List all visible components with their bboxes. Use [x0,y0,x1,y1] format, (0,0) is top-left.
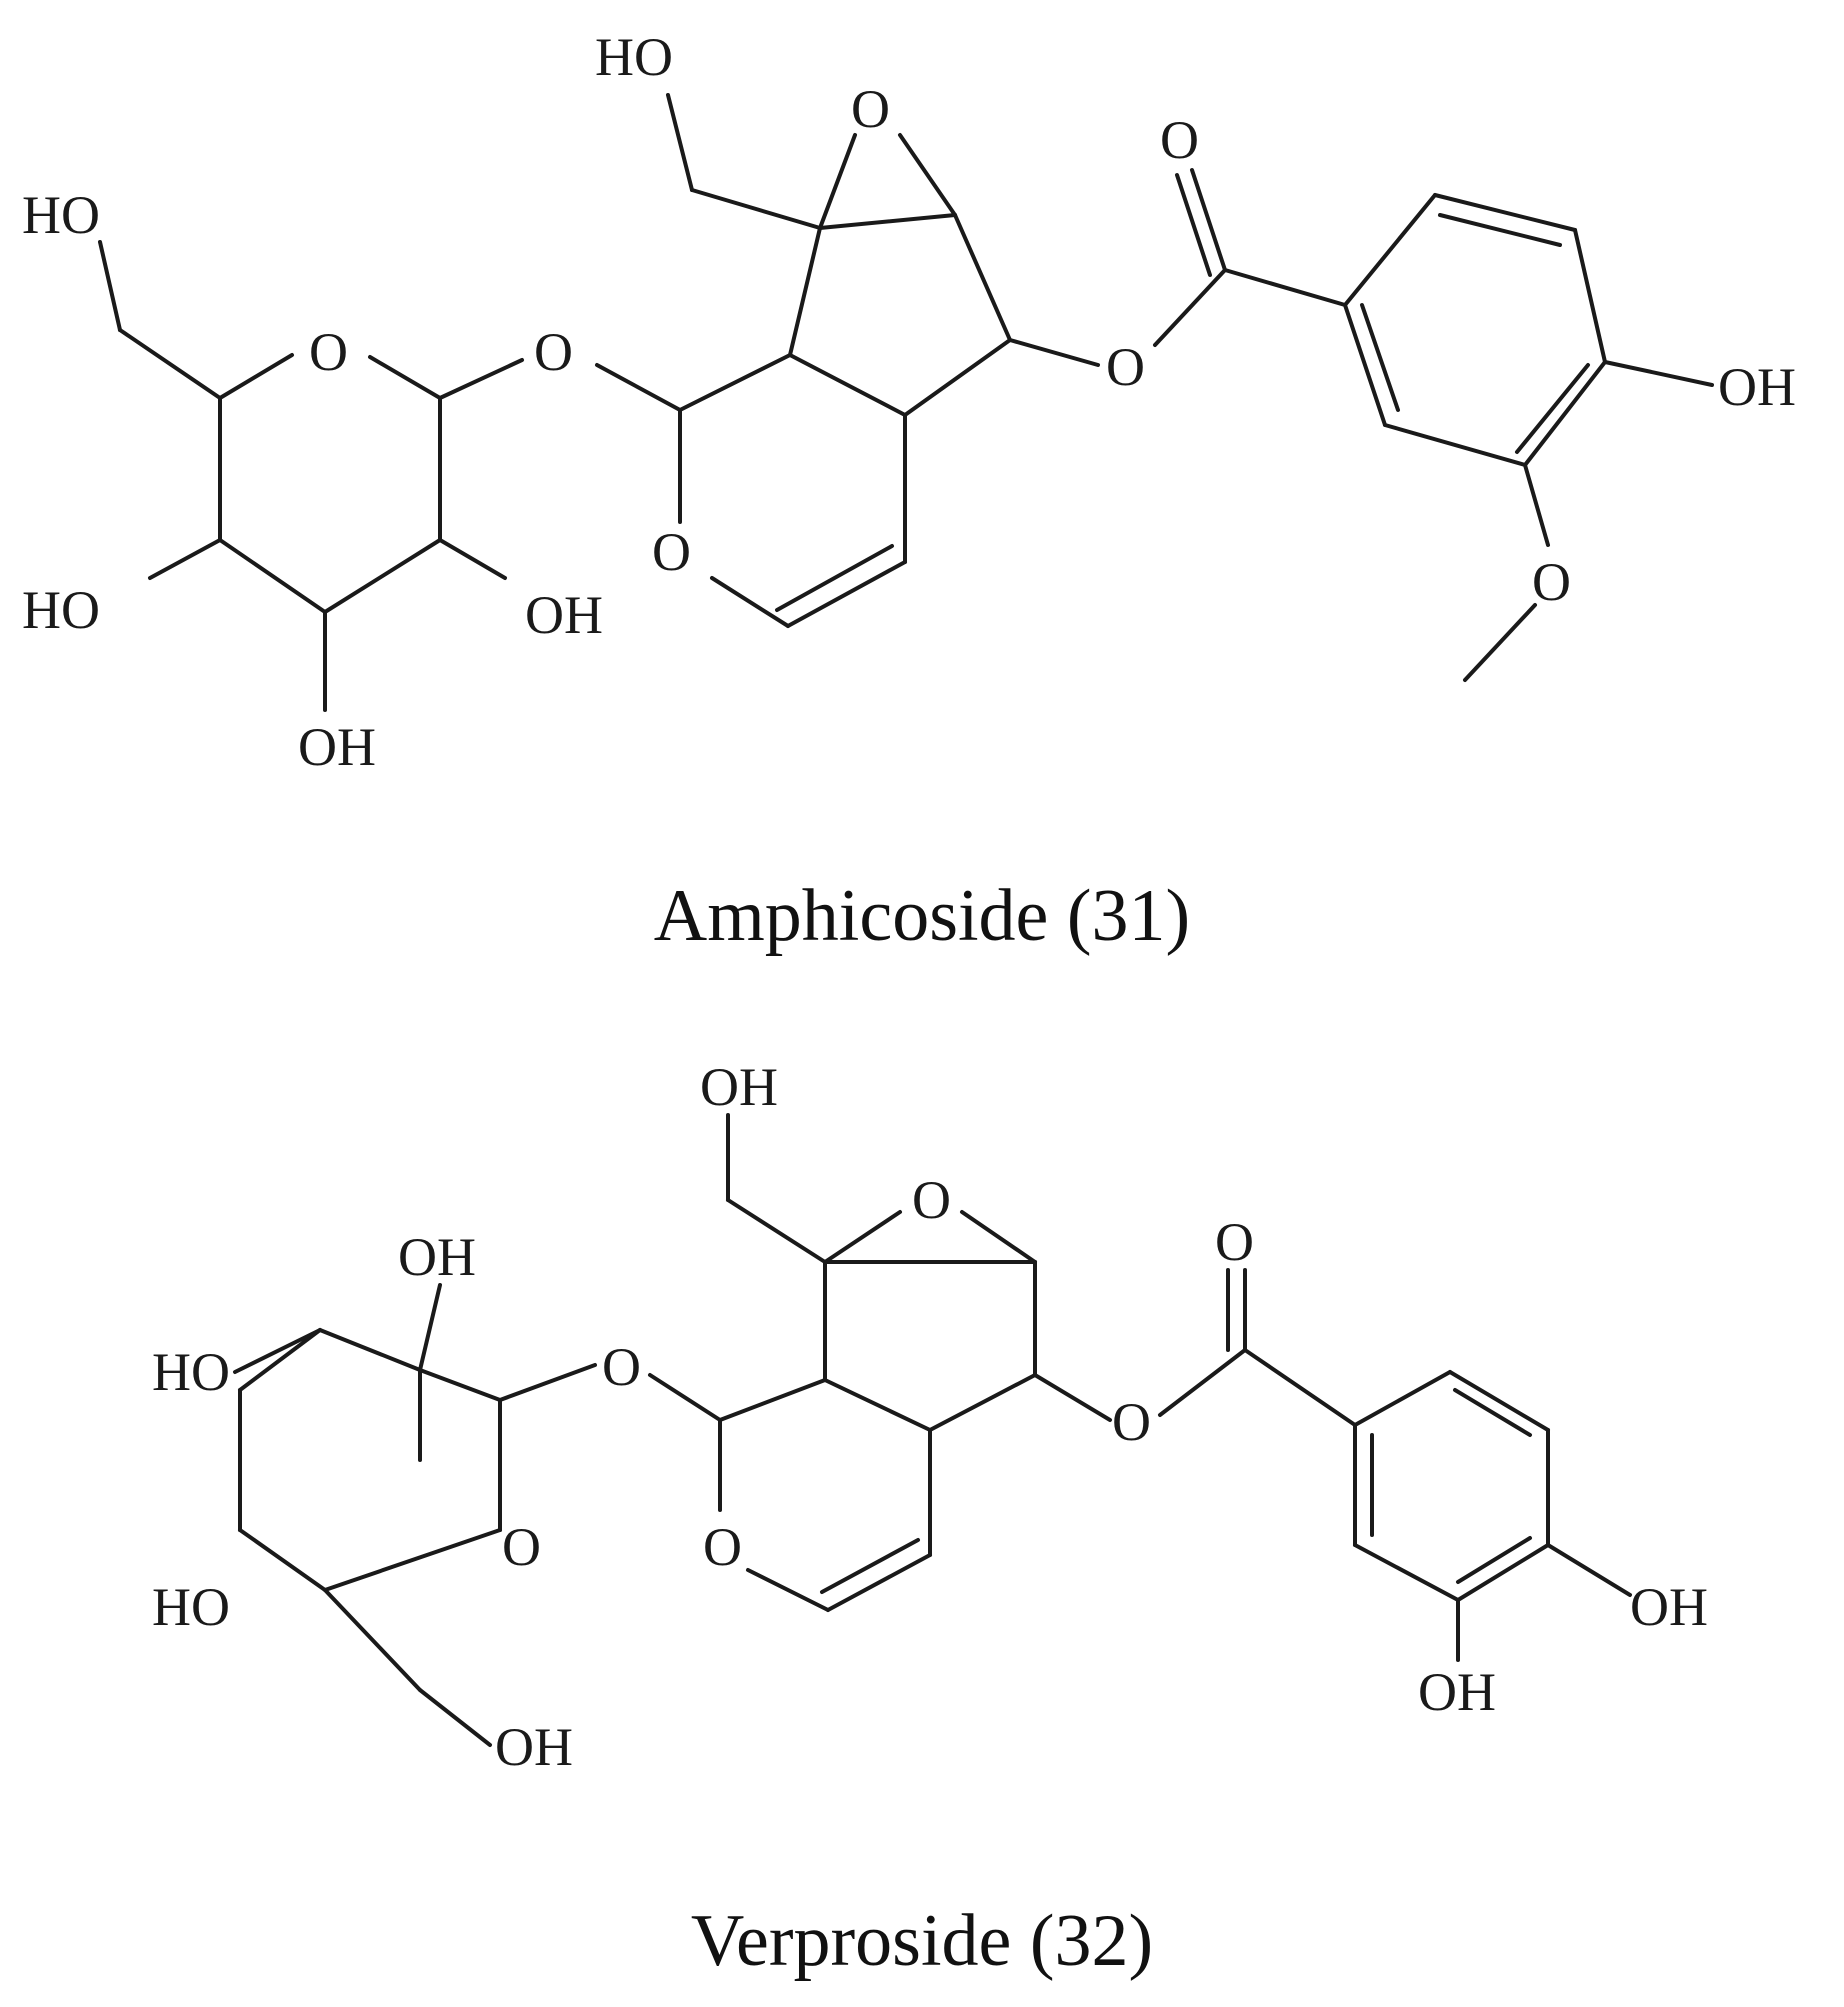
amphicoside-ester-o-label: O [1106,337,1145,397]
verproside-epoxide-o-label: O [912,1170,951,1230]
amphicoside-methoxy-o-label: O [1532,552,1571,612]
verproside-glycoside-o-label: O [602,1337,641,1397]
amphicoside-epoxide-o-label: O [851,79,890,139]
amphicoside-pyran-o-label: O [652,522,691,582]
verproside-ch2-oh-label: OH [495,1717,573,1777]
verproside-ester-o-label: O [1112,1392,1151,1452]
verproside-pyran-o-label: O [703,1517,742,1577]
amphicoside-ho-left-label: HO [22,580,100,640]
amphicoside-ho-ch2-label: HO [22,185,100,245]
verproside-ring-o-label: O [502,1517,541,1577]
amphicoside-glycoside-o-label: O [534,322,573,382]
verproside-caption: Verproside (32) [691,1900,1153,1982]
verproside-aryl-oh-4-label: OH [1630,1577,1708,1637]
verproside-ho-upper-label: HO [152,1342,230,1402]
amphicoside-aryl-oh-label: OH [1718,357,1796,417]
amphicoside-ho-top-label: HO [595,27,673,87]
amphicoside-structure: HO O O HO O O O OH O O HO OH OH Amphicos… [22,27,1796,957]
amphicoside-ring-o-label: O [309,322,348,382]
amphicoside-oh-bottom-label: OH [298,717,376,777]
verproside-structure: OH O O OH HO O O O O HO OH OH OH Verpros… [152,1057,1708,1982]
verproside-aryl-oh-3-label: OH [1418,1662,1496,1722]
amphicoside-carbonyl-o-label: O [1160,110,1199,170]
verproside-sugar-oh-top-label: OH [398,1227,476,1287]
verproside-ho-lower-label: HO [152,1577,230,1637]
amphicoside-oh-right-label: OH [525,585,603,645]
verproside-oh-top-label: OH [700,1057,778,1117]
verproside-carbonyl-o-label: O [1215,1212,1254,1272]
amphicoside-caption: Amphicoside (31) [654,875,1190,957]
